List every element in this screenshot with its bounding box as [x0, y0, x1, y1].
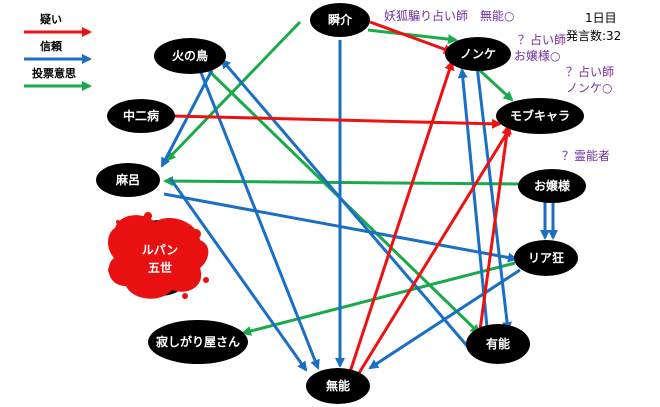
edge-sus-shunsuke-nonke [369, 20, 454, 54]
edge-trust-maro-munou [168, 177, 308, 372]
edge-trust-nonke-yuunou [475, 65, 513, 332]
edge-sus-munou-nonke [348, 60, 455, 373]
suspicion-edges [171, 20, 512, 379]
node-label-yuunou: 有能 [486, 336, 510, 351]
dead-player-lupin: ルパン 五世 [107, 212, 209, 299]
edge-vote-shunsuke-maro [165, 20, 302, 162]
edge-trust-hinotori-munou [198, 69, 320, 370]
edge-vote-shunsuke-nonke [367, 28, 458, 45]
node-hinotori[interactable]: 火の鳥 [154, 38, 226, 74]
node-riakyou[interactable]: リア狂 [514, 240, 578, 276]
legend-trust-label: 信頼 [40, 39, 63, 53]
edge-vote-ojou-maro [163, 176, 523, 187]
edge-sus-munou-mobu [354, 126, 512, 379]
dead-player-name-line1: ルパン [142, 243, 179, 257]
note-mobu-claim-2: ノンケ○ [566, 81, 612, 95]
note-shunsuke-claim: 妖狐騙り占い師 無能○ [384, 8, 514, 23]
node-yuunou[interactable]: 有能 [466, 324, 530, 364]
node-ojou[interactable]: お嬢様 [518, 169, 586, 203]
node-label-ojou: お嬢様 [534, 178, 571, 193]
note-nonke-claim-2: お嬢様○ [514, 49, 560, 63]
day-label: 1日目 [585, 11, 617, 25]
node-munou[interactable]: 無能 [306, 368, 370, 404]
edge-trust-yuunou-nonke [457, 68, 489, 328]
edge-trust-riakyou-munou [368, 268, 521, 370]
note-mobu-claim-1: ？占い師 [566, 64, 614, 79]
legend-vote-label: 投票意思 [32, 66, 76, 80]
node-label-sabishi: 寂しがり屋さん [156, 334, 240, 349]
trust-edges [160, 40, 558, 372]
legend-suspicion-label: 疑い [40, 12, 62, 26]
node-maro[interactable]: 麻呂 [96, 163, 160, 197]
node-label-hinotori: 火の鳥 [172, 48, 208, 63]
dead-player-name-line2: 五世 [148, 260, 172, 275]
node-shunsuke[interactable]: 瞬介 [310, 3, 370, 37]
legend: 疑い 信頼 投票意思 [24, 12, 92, 91]
node-mobu[interactable]: モブキャラ [496, 98, 584, 134]
node-chuni[interactable]: 中二病 [107, 99, 175, 133]
node-label-riakyou: リア狂 [528, 250, 564, 265]
node-nonke[interactable]: ノンケ [445, 37, 511, 71]
edge-sus-yuunou-mobu [478, 124, 512, 331]
edge-trust-yuunou-hinotori [220, 58, 470, 348]
edge-vote-nonke-mobu [473, 64, 514, 102]
node-label-nonke: ノンケ [460, 47, 496, 61]
node-label-chuni: 中二病 [123, 108, 159, 123]
node-label-maro: 麻呂 [115, 172, 140, 187]
node-sabishi[interactable]: 寂しがり屋さん [148, 320, 248, 364]
node-label-shunsuke: 瞬介 [328, 12, 353, 27]
node-label-munou: 無能 [326, 378, 350, 393]
note-ojou-claim: ？霊能者 [562, 149, 610, 163]
edge-trust-maro-riakyou [163, 192, 518, 263]
edge-sus-chuni-mobu [171, 114, 502, 129]
blood-splash [107, 215, 209, 299]
node-label-mobu: モブキャラ [510, 108, 570, 123]
edge-trust-hinotori-maro [160, 69, 214, 168]
post-count-label: 発言数:32 [566, 28, 621, 43]
edge-vote-riakyou-sabishi [241, 261, 516, 336]
note-nonke-claim-1: ？占い師 [518, 32, 566, 47]
